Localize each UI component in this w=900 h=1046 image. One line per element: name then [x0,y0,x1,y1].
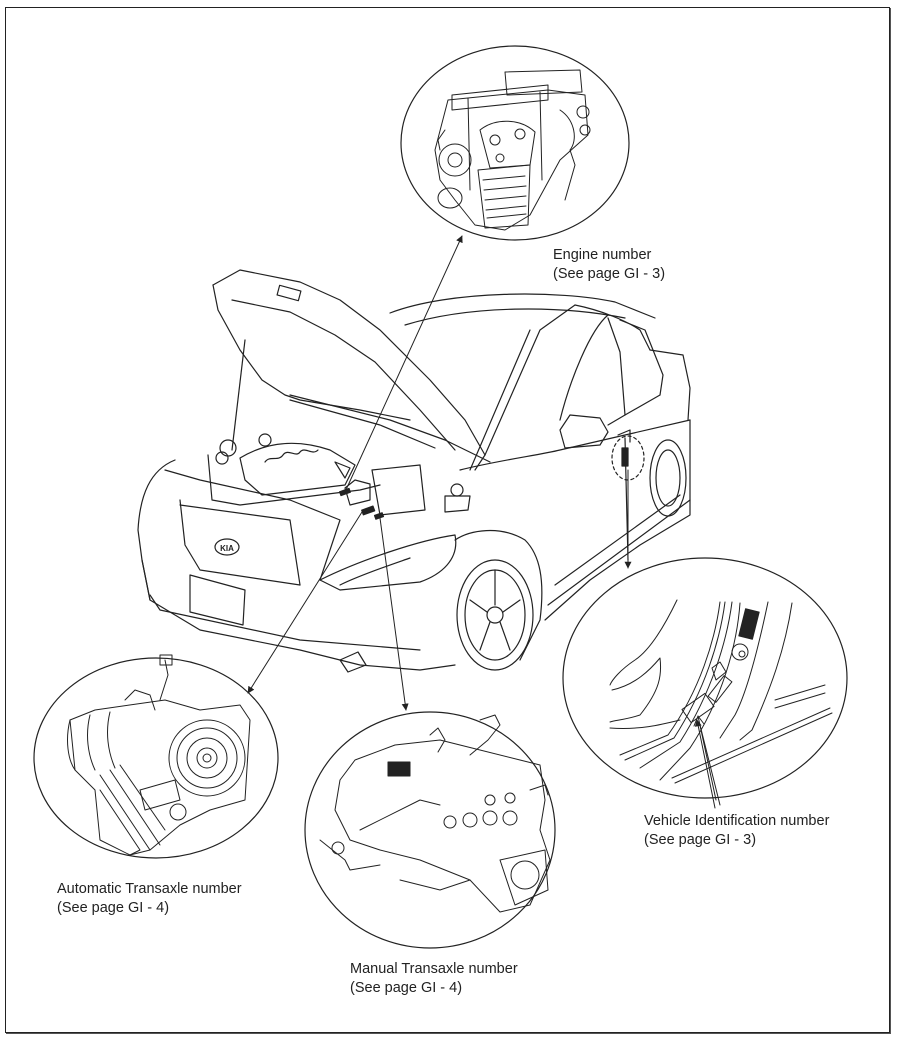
leader-lines [247,235,716,809]
manual-transaxle-callout-circle [304,711,556,949]
manual-transaxle-drawing [319,714,551,913]
engine-drawing [434,69,591,231]
engine-number-title: Engine number [553,247,652,263]
kia-badge: KIA [220,544,234,553]
automatic-transaxle-callout-circle [33,654,279,859]
automatic-transaxle-drawing [67,654,251,856]
vin-detail-drawing [609,599,833,806]
automatic-transaxle-leader-line [247,511,363,694]
manual-transaxle-title: Manual Transaxle number [350,961,518,977]
manual-transaxle-label: Manual Transaxle number (See page GI - 4… [350,960,518,998]
page-frame [5,7,890,1033]
car-drawing: KIA [137,269,691,673]
automatic-transaxle-reference: (See page GI - 4) [57,900,170,916]
engine-leader-line [344,235,463,493]
engine-callout-circle [400,45,630,241]
vin-title: Vehicle Identification number [644,813,830,829]
manual-transaxle-leader-line [379,517,409,711]
vin-callout-circle [562,557,848,806]
automatic-transaxle-label: Automatic Transaxle number (See page GI … [57,880,242,918]
vin-label: Vehicle Identification number (See page … [644,812,829,850]
engine-number-label: Engine number (See page GI - 3) [553,246,665,284]
manual-transaxle-reference: (See page GI - 4) [350,980,463,996]
engine-number-reference: (See page GI - 3) [553,266,666,282]
vin-detail-leader-line [694,719,716,809]
automatic-transaxle-title: Automatic Transaxle number [57,881,242,897]
vin-reference: (See page GI - 3) [644,832,757,848]
